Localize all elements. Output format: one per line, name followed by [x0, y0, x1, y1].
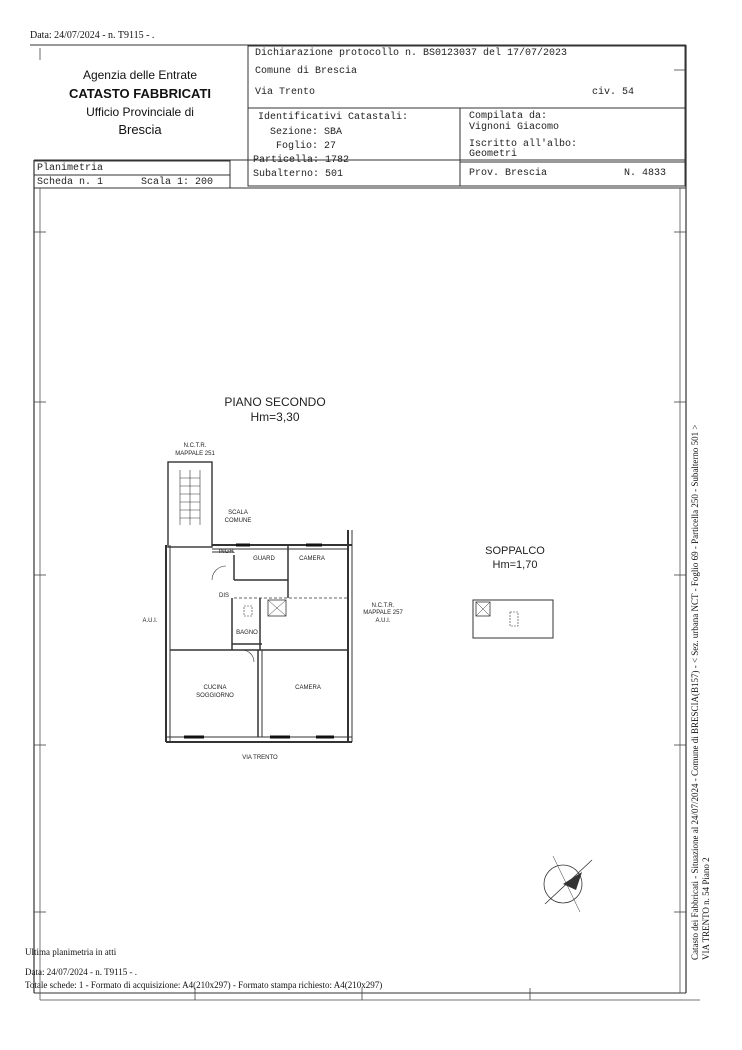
label-cucina: CUCINA	[203, 685, 227, 691]
comune: Comune di Brescia	[255, 66, 358, 77]
label-disimpegno: DIS	[218, 593, 229, 599]
numero-iscrizione: N. 4833	[624, 168, 667, 179]
side-caption-1: Catasto dei Fabbricati - Situazione al 2…	[690, 424, 700, 960]
albo: Geometri	[469, 149, 518, 160]
compilatore: Vignoni Giacomo	[469, 122, 560, 133]
soppalco-height: Hm=1,70	[492, 559, 538, 571]
label-bagno: BAGNO	[236, 630, 258, 636]
ident-title: Identificativi Catastali:	[258, 112, 409, 123]
via: Via Trento	[255, 87, 316, 98]
foglio: Foglio: 27	[276, 141, 337, 152]
agency-name: Agenzia delle Entrate	[82, 68, 198, 82]
bath-fixture	[267, 599, 287, 617]
scala-label: Scala 1: 200	[141, 177, 214, 188]
city-name: Brescia	[118, 122, 162, 137]
nctr-right: N.C.T.R.	[371, 603, 395, 609]
scala-comune-1: SCALA	[228, 510, 248, 516]
dichiarazione: Dichiarazione protocollo n. BS0123037 de…	[255, 48, 568, 59]
label-ingresso: INGR.	[218, 549, 236, 555]
ufficio-label: Ufficio Provinciale di	[86, 105, 194, 119]
soppalco-box	[472, 599, 554, 639]
north-arrow	[543, 864, 583, 904]
footer-ultima: Ultima planimetria in atti	[25, 947, 117, 957]
label-guardaroba: GUARD	[253, 556, 275, 562]
subalterno: Subalterno: 501	[253, 169, 344, 180]
scala-comune-2: COMUNE	[224, 518, 252, 524]
label-camera-bottom: CAMERA	[295, 685, 321, 691]
nctr-top: N.C.T.R.	[183, 443, 207, 449]
label-camera-top: CAMERA	[299, 556, 325, 562]
label-via-trento: VIA TRENTO	[242, 755, 278, 761]
piano-title: PIANO SECONDO	[224, 395, 326, 409]
top-date: Data: 24/07/2024 - n. T9115 - .	[30, 30, 155, 41]
civico: civ. 54	[592, 87, 635, 98]
side-caption-2: VIA TRENTO n. 54 Piano 2	[701, 857, 711, 960]
label-aui-right: A.U.I.	[375, 618, 391, 624]
label-aui-left: A.U.I.	[142, 618, 158, 624]
mappale-top: MAPPALE 251	[175, 451, 215, 457]
footer-date: Data: 24/07/2024 - n. T9115 - .	[25, 967, 137, 977]
stair-block	[167, 461, 213, 548]
soppalco-title: SOPPALCO	[485, 545, 545, 557]
provincia: Prov. Brescia	[469, 168, 548, 179]
particella: Particella: 1782	[253, 155, 350, 166]
mappale-right: MAPPALE 257	[363, 610, 403, 616]
piano-height: Hm=3,30	[250, 410, 300, 424]
planimetria-label: Planimetria	[37, 163, 104, 174]
label-soggiorno: SOGGIORNO	[196, 693, 234, 699]
compilata-label: Compilata da:	[469, 111, 548, 122]
iscritto-label: Iscritto all'albo:	[469, 139, 578, 150]
footer-totale: Totale schede: 1 - Formato di acquisizio…	[25, 980, 383, 990]
catasto-title: CATASTO FABBRICATI	[68, 86, 212, 101]
scheda-label: Scheda n. 1	[37, 177, 104, 188]
sezione: Sezione: SBA	[270, 127, 343, 138]
